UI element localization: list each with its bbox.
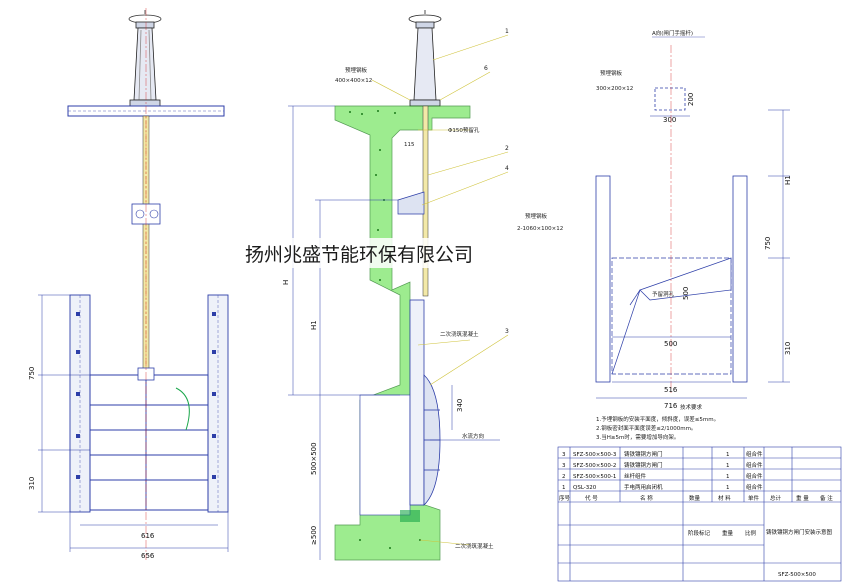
dim-310-left: 310 (28, 477, 36, 490)
parts-row-2-mat: 组合件 (746, 461, 763, 469)
embed-plate-top-size: 400×400×12 (335, 78, 372, 84)
right-embed-side-size: 2-1060×100×12 (517, 226, 563, 232)
parts-row-3-name: 丝杆组件 (624, 472, 647, 480)
parts-row-3-mat: 组合件 (746, 472, 763, 480)
dim-500x500: 500×500 (310, 442, 318, 475)
right-view-title: A向(闸门手摇杆) (652, 29, 693, 37)
embed-plate-top-label: 预埋钢板 (345, 66, 368, 74)
parts-header-mat: 材 料 (718, 494, 731, 502)
actuator-middle (408, 10, 442, 107)
parts-header-qty: 数量 (689, 494, 701, 502)
parts-header-code: 代 号 (585, 494, 598, 502)
parts-row-1-qty: 1 (726, 452, 730, 458)
right-embed-side-label: 预埋钢板 (525, 212, 548, 220)
right-dim-750: 750 (764, 237, 772, 250)
callout-6: 6 (484, 65, 488, 72)
dim-340: 340 (456, 399, 464, 412)
callout-3: 3 (505, 328, 509, 335)
right-embed-plate-top (654, 87, 686, 111)
parts-row-1-mat: 组合件 (746, 450, 763, 458)
company-name: 扬州兆盛节能环保有限公司 (245, 244, 473, 266)
parts-header-note: 备 注 (820, 494, 833, 502)
parts-header-no: 序号 (559, 494, 571, 502)
right-dim-200: 200 (687, 93, 695, 106)
technical-notes: 技术要求 1.予埋钢板的安装平面度，倾斜度，误差≤5mm。 2.钢板密封面平面度… (596, 403, 719, 441)
parts-header-weight: 重 量 (796, 494, 809, 502)
notes-title: 技术要求 (680, 403, 703, 411)
secondary-concrete-lower: 二次浇筑混凝土 (455, 542, 494, 550)
dims-right (596, 109, 790, 399)
dim-H1: H1 (310, 320, 318, 330)
weight-label: 重量 (722, 529, 734, 537)
hole-label: Φ150预留孔 (448, 126, 480, 134)
parts-row-1-no: 3 (562, 452, 566, 458)
right-dim-516: 516 (664, 386, 678, 394)
drawing-code: SFZ-500×500 (778, 572, 816, 578)
parts-row-3-qty: 1 (726, 474, 730, 480)
parts-row-1-name: 铸铁镶铜方闸门 (624, 450, 663, 458)
drawing-title: 铸铁镶铜方闸门安装示意图 (766, 528, 833, 536)
left-front-view: 750 310 616 656 (28, 8, 229, 560)
right-dim-310: 310 (784, 342, 792, 355)
parts-row-2-no: 3 (562, 463, 566, 469)
right-rib-label: 予留洞孔 (652, 290, 675, 298)
callout-1: 1 (505, 28, 509, 35)
parts-row-2-code: SFZ-500×500-2 (573, 463, 616, 469)
right-dim-300: 300 (663, 116, 676, 124)
parts-header-unit: 单件 (748, 494, 760, 502)
notes-line-3: 3.当H≥5m时，需要增加导向架。 (596, 433, 679, 441)
parts-row-4-mat: 组合件 (746, 483, 763, 491)
callout-2: 2 (505, 145, 509, 152)
right-dim-500b: 500 (664, 340, 677, 348)
parts-row-4-no: 1 (562, 485, 566, 491)
right-dim-500: 500 (682, 287, 690, 300)
scale-label: 比例 (745, 529, 757, 537)
right-embed-top-label: 预埋钢板 (600, 69, 623, 77)
dim-115: 115 (404, 142, 415, 148)
right-gate-frame (611, 257, 732, 375)
secondary-concrete-upper: 二次浇筑混凝土 (440, 330, 479, 338)
parts-row-2-name: 铸铁镶铜方闸门 (624, 461, 663, 469)
dims-left (38, 294, 229, 552)
parts-header-name: 名 称 (640, 494, 653, 502)
middle-section-view: 1 6 2 4 3 预埋钢板 400×400×12 Φ150预留孔 115 二次… (282, 10, 509, 561)
flow-direction-label: 水流方向 (462, 432, 484, 440)
callout-leaders (371, 34, 509, 546)
parts-row-4-code: QSL-320 (573, 485, 597, 491)
gate-leaf-left (89, 374, 209, 511)
parts-row-3-no: 2 (562, 474, 566, 480)
parts-row-4-name: 手电两用启闭机 (624, 483, 663, 491)
right-dim-716: 716 (664, 402, 678, 410)
dim-616-left: 616 (141, 532, 155, 540)
title-block (557, 446, 842, 582)
right-guide-left (595, 175, 611, 383)
parts-row-4-qty: 1 (726, 485, 730, 491)
dim-H: H (282, 280, 290, 285)
parts-table: 3 SFZ-500×500-3 铸铁镶铜方闸门 1 组合件 3 SFZ-500×… (559, 450, 833, 578)
parts-row-2-qty: 1 (726, 463, 730, 469)
parts-row-3-code: SFZ-500×500-1 (573, 474, 616, 480)
right-dim-H1: H1 (784, 175, 792, 185)
parts-header-total: 总计 (770, 494, 782, 502)
right-embed-top-size: 300×200×12 (596, 86, 633, 92)
dim-750-left: 750 (28, 367, 36, 380)
dim-656-left: 656 (141, 552, 155, 560)
bolt-markers-left (76, 312, 216, 479)
actuator-left (128, 10, 162, 107)
notes-line-1: 1.予埋钢板的安装平面度，倾斜度，误差≤5mm。 (596, 415, 719, 423)
gate-side-middle (409, 299, 441, 506)
parts-row-1-code: SFZ-500×500-3 (573, 452, 617, 458)
stage-label: 阶段标记 (688, 529, 711, 537)
notes-line-2: 2.钢板密封面平面度误差≤2/1000mm。 (596, 424, 696, 432)
right-guide-right (732, 175, 748, 383)
dim-500b: ≥500 (310, 526, 318, 545)
right-view-A: A向(闸门手摇杆) 预埋钢板 300×200×12 200 300 予留洞孔 预… (517, 29, 792, 410)
callout-4: 4 (505, 165, 509, 172)
